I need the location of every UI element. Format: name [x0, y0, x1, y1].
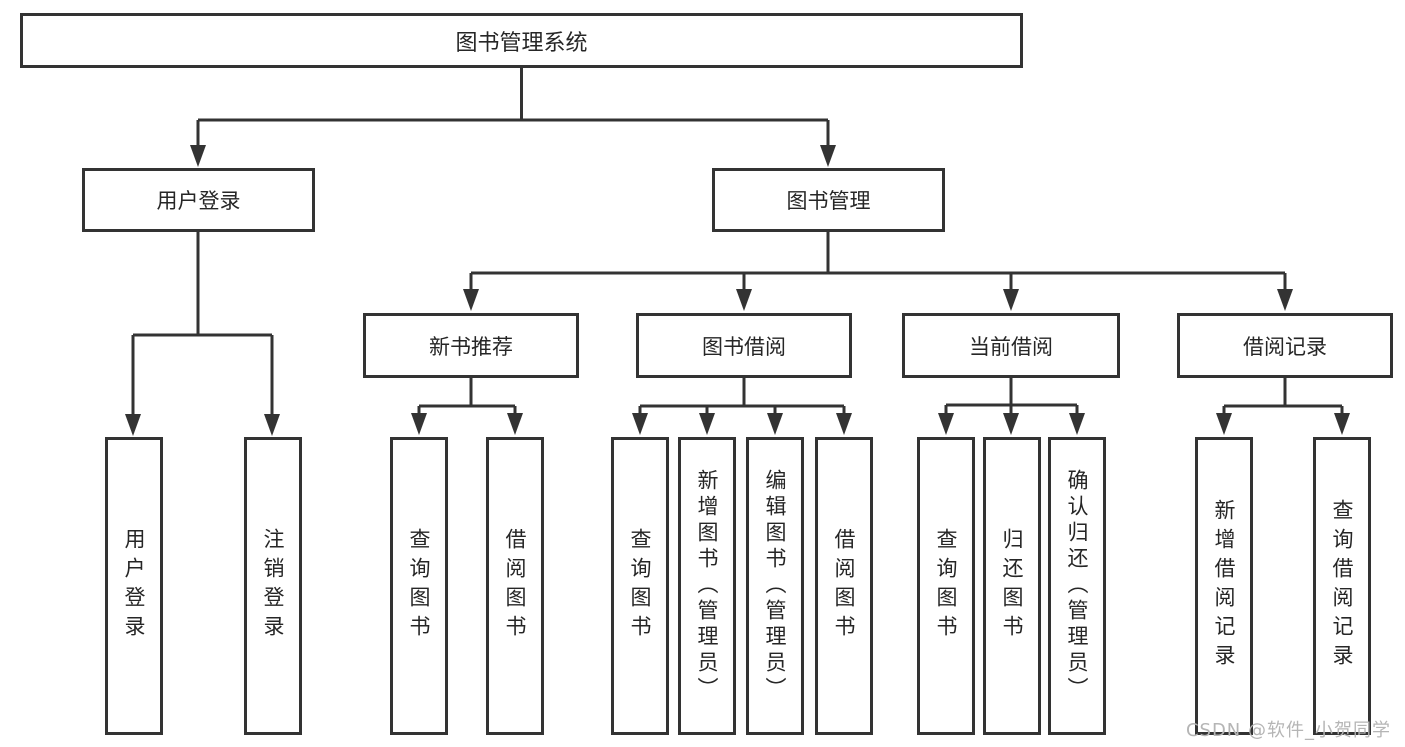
- leaf-return-books: 归还图书: [983, 437, 1041, 735]
- node-label: 借阅图书: [832, 528, 856, 644]
- node-label: 借阅图书: [503, 528, 527, 644]
- leaf-borrow-books: 借阅图书: [815, 437, 873, 735]
- node-label: 新增图书（管理员）: [695, 469, 719, 703]
- node-label: 用户登录: [122, 528, 146, 644]
- node-label: 查询图书: [934, 528, 958, 644]
- leaf-borrow-books: 借阅图书: [486, 437, 544, 735]
- node-label: 图书管理系统: [455, 30, 588, 56]
- leaf-add-book-admin: 新增图书（管理员）: [678, 437, 736, 735]
- node-book-borrowing: 图书借阅: [636, 313, 852, 378]
- node-new-book-recommendation: 新书推荐: [363, 313, 579, 378]
- node-user-login: 用户登录: [82, 168, 315, 232]
- node-book-management: 图书管理: [712, 168, 945, 232]
- leaf-confirm-return-admin: 确认归还（管理员）: [1048, 437, 1106, 735]
- node-label: 查询借阅记录: [1330, 499, 1354, 673]
- node-label: 编辑图书（管理员）: [763, 469, 787, 703]
- node-library-management-system: 图书管理系统: [20, 13, 1023, 68]
- node-label: 确认归还（管理员）: [1065, 469, 1089, 703]
- leaf-query-books: 查询图书: [917, 437, 975, 735]
- node-label: 查询图书: [628, 528, 652, 644]
- leaf-user-login: 用户登录: [105, 437, 163, 735]
- leaf-add-borrowing-record: 新增借阅记录: [1195, 437, 1253, 735]
- leaf-logout: 注销登录: [244, 437, 302, 735]
- node-label: 新增借阅记录: [1212, 499, 1236, 673]
- node-label: 用户登录: [156, 189, 241, 213]
- node-label: 注销登录: [261, 528, 285, 644]
- node-borrowing-records: 借阅记录: [1177, 313, 1393, 378]
- leaf-edit-book-admin: 编辑图书（管理员）: [746, 437, 804, 735]
- node-label: 归还图书: [1000, 528, 1024, 644]
- node-label: 当前借阅: [969, 334, 1053, 359]
- csdn-watermark: CSDN @软件_小贺同学: [1185, 720, 1391, 741]
- node-label: 图书借阅: [702, 334, 786, 359]
- leaf-query-borrowing-record: 查询借阅记录: [1313, 437, 1371, 735]
- node-label: 图书管理: [786, 189, 871, 213]
- node-label: 查询图书: [407, 528, 431, 644]
- leaf-query-books: 查询图书: [611, 437, 669, 735]
- leaf-query-books: 查询图书: [390, 437, 448, 735]
- node-label: 新书推荐: [429, 334, 513, 359]
- node-current-borrowing: 当前借阅: [902, 313, 1120, 378]
- node-label: 借阅记录: [1243, 334, 1327, 359]
